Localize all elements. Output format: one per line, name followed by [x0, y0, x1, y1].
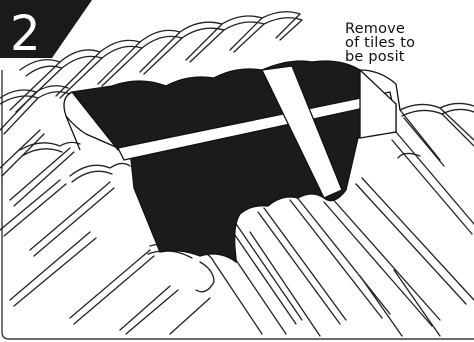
instruction-caption: Remove of tiles to be posit — [345, 22, 474, 64]
step-number: 2 — [10, 6, 41, 62]
caption-line-2: of tiles to — [345, 36, 474, 50]
step-badge: 2 — [0, 0, 92, 62]
caption-line-3: be posit — [345, 50, 474, 64]
tile-opening — [72, 61, 396, 262]
caption-line-1: Remove — [345, 22, 474, 36]
